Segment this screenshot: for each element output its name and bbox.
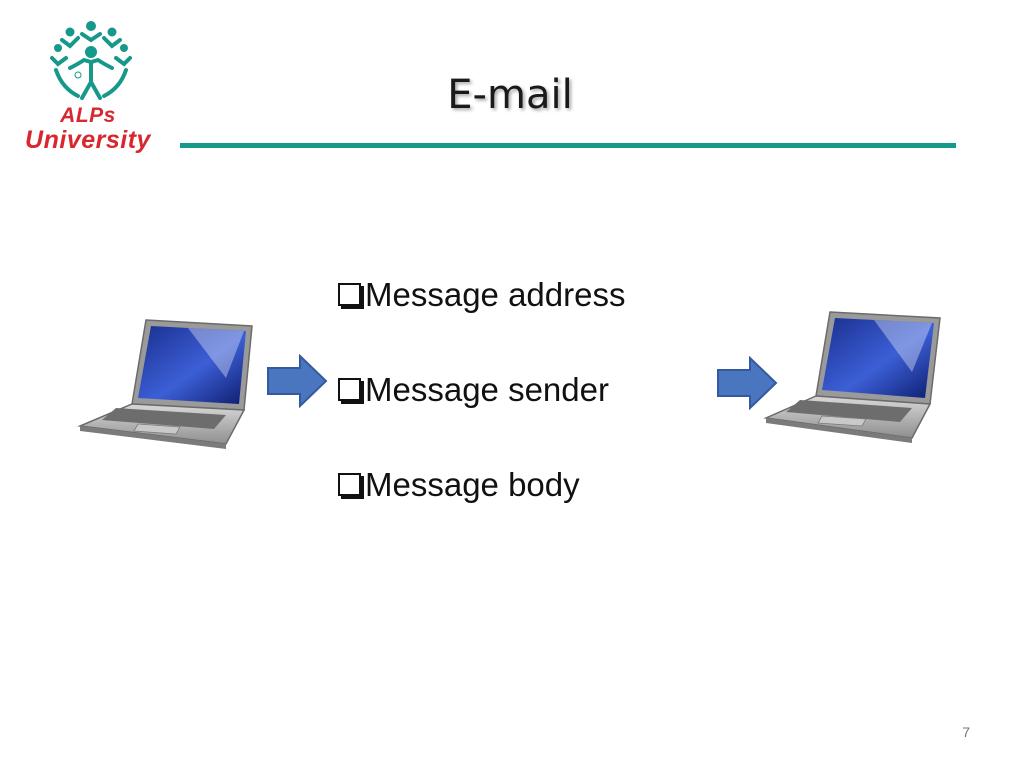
right-arrow-icon [267, 354, 328, 408]
checkbox-square-icon [338, 473, 361, 496]
right-arrow-icon [717, 356, 778, 410]
logo-text-line2: University [25, 126, 151, 154]
logo-people-icon [50, 21, 132, 100]
checkbox-square-icon [338, 283, 361, 306]
bullet-text: Message body [365, 466, 580, 503]
bullet-item: Message address [338, 276, 738, 371]
bullet-item: Message body [338, 466, 738, 561]
bullet-text: Message address [365, 276, 626, 313]
alps-university-logo: ALPs University [8, 18, 168, 158]
checkbox-square-icon [338, 378, 361, 401]
slide-title: E-mail [447, 72, 573, 118]
recipient-laptop-icon [763, 311, 941, 443]
bullet-item: Message sender [338, 371, 738, 466]
title-rule [180, 143, 956, 148]
bullet-text: Message sender [365, 371, 609, 408]
bullet-list: Message address Message sender Message b… [338, 276, 738, 561]
logo-text-line1: ALPs [60, 104, 116, 127]
page-number: 7 [962, 724, 970, 740]
sender-laptop-icon [77, 319, 253, 449]
